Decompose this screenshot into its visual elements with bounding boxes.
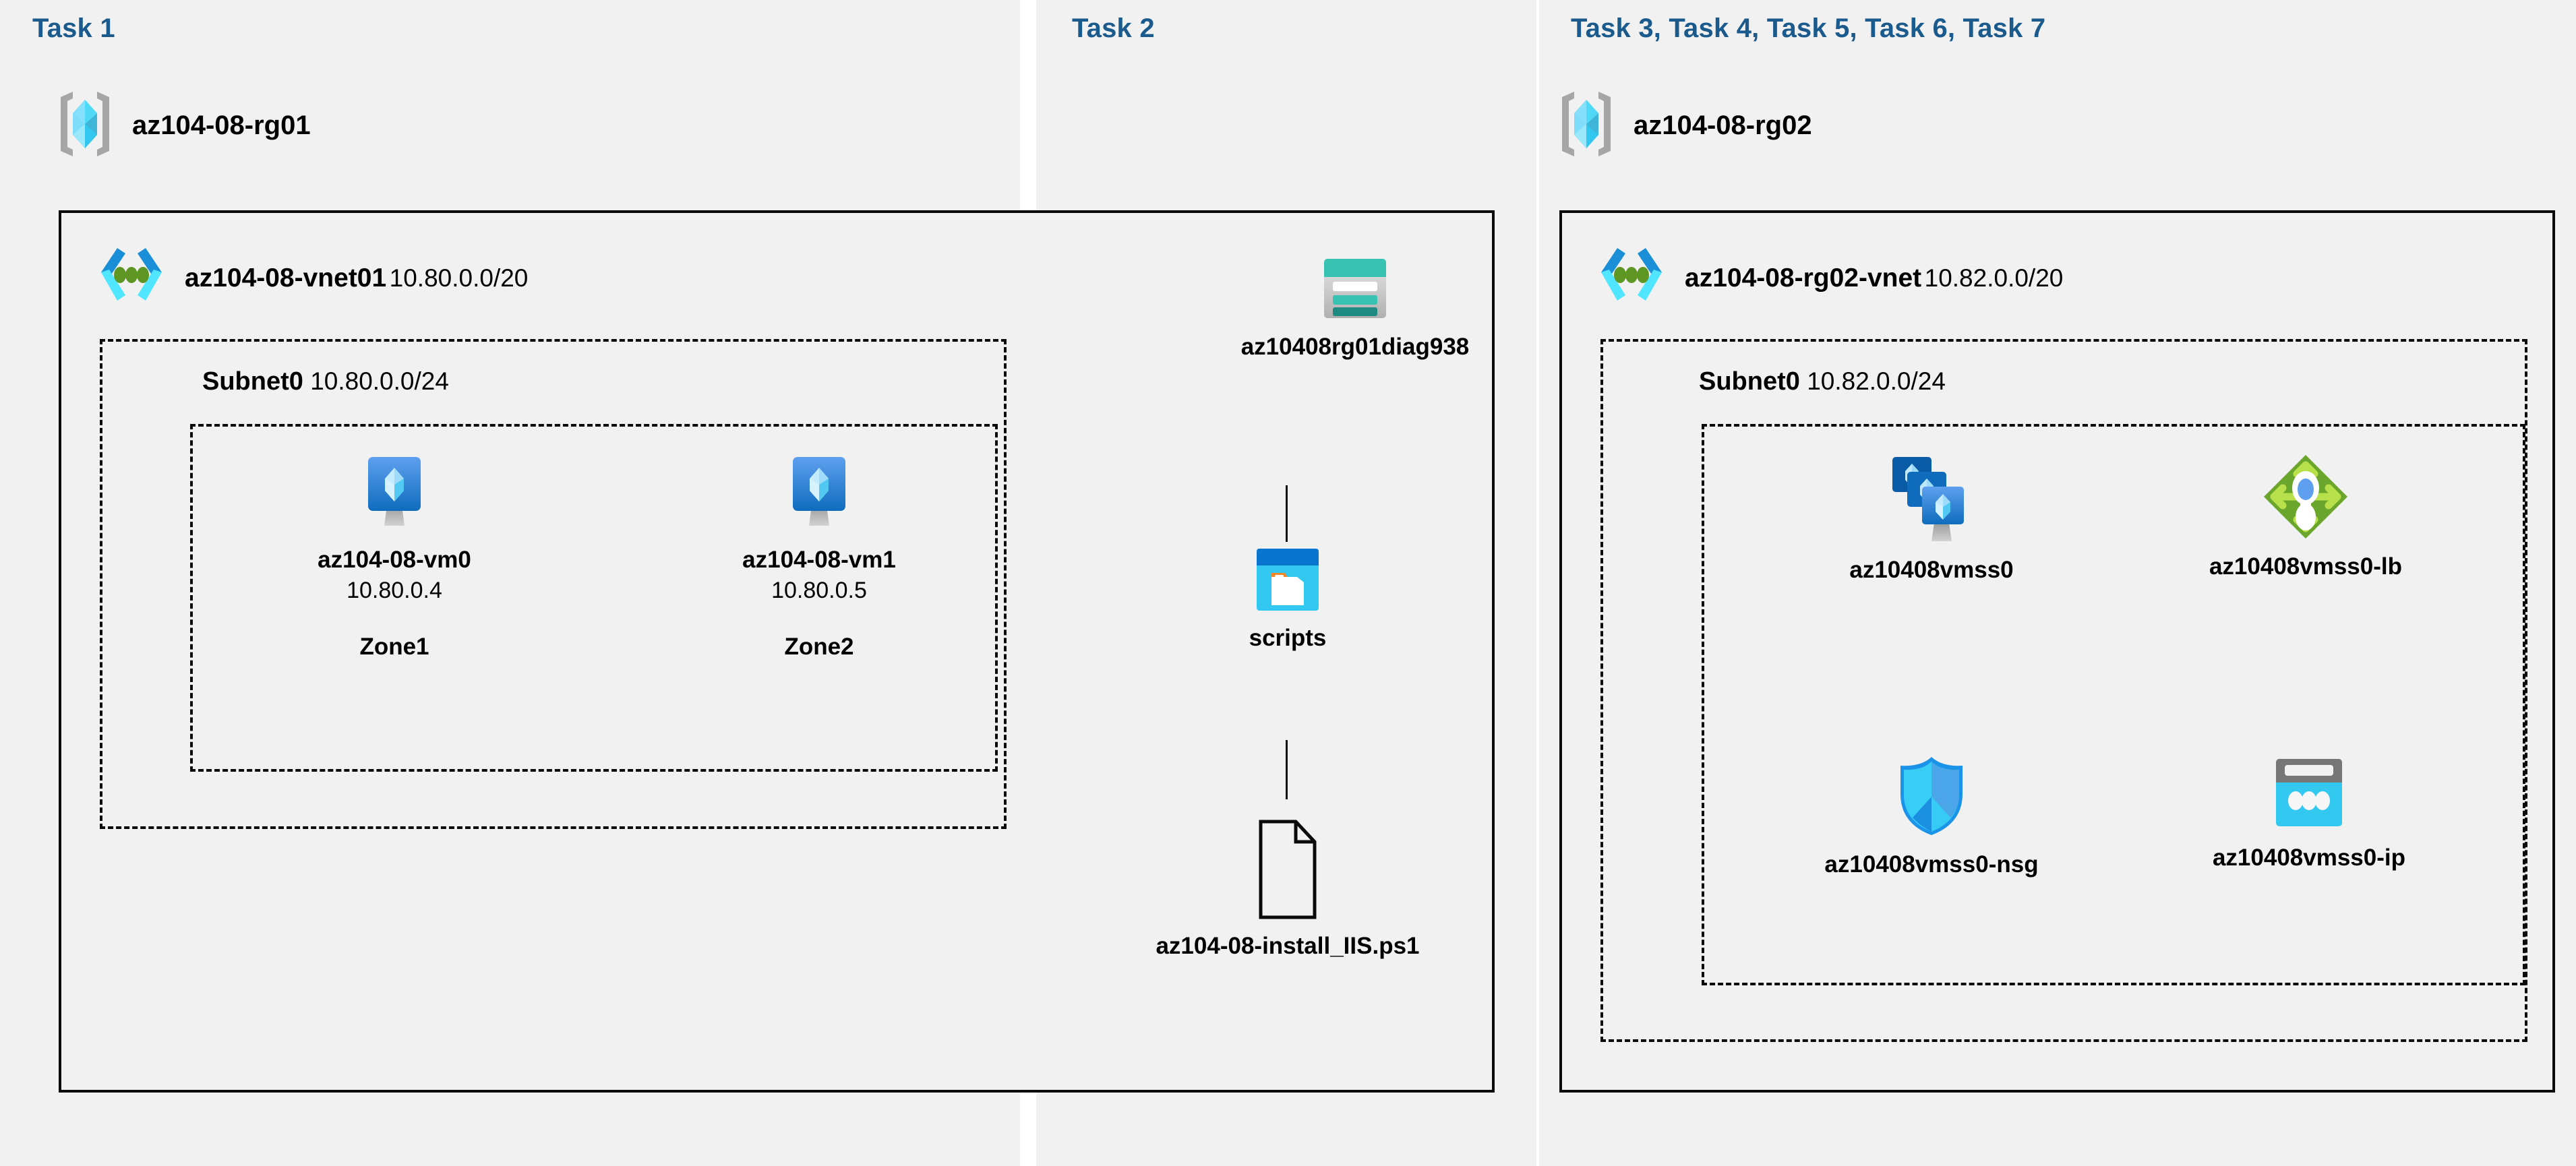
task1-vnet-header: az104-08-vnet01 10.80.0.0/20 [94, 243, 528, 313]
task3-vnet-header: az104-08-rg02-vnet 10.82.0.0/20 [1594, 243, 2063, 313]
task3-subnet-cidr: 10.82.0.0/24 [1807, 367, 1946, 395]
task1-title: Task 1 [32, 13, 115, 43]
task1-vm1-zone: Zone2 [784, 634, 854, 660]
file-icon [1257, 819, 1319, 923]
task3-subnet-box [1600, 339, 2527, 1042]
task2-ps1-name: az104-08-install_IIS.ps1 [1156, 933, 1420, 959]
task2-title: Task 2 [1072, 13, 1155, 43]
task3-inner-box [1702, 424, 2525, 985]
virtual-machine-icon [357, 453, 431, 537]
task3-vnet-box [1559, 210, 2555, 1093]
blob-container-icon [1255, 547, 1320, 615]
task1-vm1-name: az104-08-vm1 [742, 547, 896, 573]
task3-subnet-name: Subnet0 [1699, 367, 1800, 396]
task1-vnet-cidr: 10.80.0.0/20 [389, 264, 529, 292]
task1-subnet-cidr: 10.80.0.0/24 [310, 367, 449, 395]
task3-nsg-name: az10408vmss0-nsg [1824, 851, 2039, 878]
task3-load-balancer[interactable]: az10408vmss0-lb [2157, 453, 2454, 580]
virtual-network-icon [1594, 243, 1669, 313]
task1-subnet-box [100, 339, 1007, 829]
task1-vm0-zone: Zone1 [359, 634, 429, 660]
task2-storage-name: az10408rg01diag938 [1240, 334, 1470, 360]
task1-vm1-ip: 10.80.0.5 [771, 578, 867, 603]
task3-rg-label: az104-08-rg02 [1634, 111, 1812, 140]
connector-storage-to-scripts [1286, 485, 1288, 542]
storage-account-icon [1321, 256, 1389, 324]
resource-group-icon [1554, 88, 1619, 164]
load-balancer-icon [2262, 453, 2349, 544]
vm-scale-set-icon [1884, 453, 1979, 547]
task3-title: Task 3, Task 4, Task 5, Task 6, Task 7 [1571, 13, 2046, 43]
task1-resource-group: az104-08-rg01 [53, 88, 311, 164]
task3-lb-name: az10408vmss0-lb [2209, 553, 2403, 580]
public-ip-address-icon [2270, 756, 2348, 835]
task3-vnet-name: az104-08-rg02-vnet [1685, 263, 1922, 293]
task1-vnet-name: az104-08-vnet01 [185, 263, 387, 293]
task1-vnet-box [59, 210, 1495, 1093]
task3-subnet-label: Subnet0 10.82.0.0/24 [1699, 367, 1946, 396]
task1-subnet-name: Subnet0 [202, 367, 303, 396]
task1-vm0-ip: 10.80.0.4 [347, 578, 442, 603]
task3-vmss-name: az10408vmss0 [1849, 557, 2014, 583]
virtual-machine-icon [782, 453, 856, 537]
task3-vmss[interactable]: az10408vmss0 [1790, 453, 2073, 584]
task3-ip-name: az10408vmss0-ip [2212, 845, 2406, 871]
task1-rg-label: az104-08-rg01 [132, 111, 311, 140]
task2-ps1-file[interactable]: az104-08-install_IIS.ps1 [1106, 819, 1470, 960]
task2-scripts-name: scripts [1249, 625, 1327, 651]
task3-resource-group: az104-08-rg02 [1554, 88, 1812, 164]
task3-vnet-cidr: 10.82.0.0/20 [1924, 264, 2064, 292]
task1-zone-box [190, 424, 998, 772]
task2-storage-account[interactable]: az10408rg01diag938 [1160, 256, 1551, 361]
task1-subnet-label: Subnet0 10.80.0.0/24 [202, 367, 449, 396]
task1-vm0-name: az104-08-vm0 [318, 547, 471, 573]
virtual-network-icon [94, 243, 169, 313]
resource-group-icon [53, 88, 117, 164]
connector-scripts-to-file [1286, 740, 1288, 799]
task1-vm1[interactable]: az104-08-vm1 10.80.0.5 Zone2 [694, 453, 944, 661]
task1-vm0[interactable]: az104-08-vm0 10.80.0.4 Zone1 [270, 453, 519, 661]
task2-blob-container[interactable]: scripts [1160, 547, 1416, 652]
network-security-group-icon [1894, 754, 1969, 842]
task3-nsg[interactable]: az10408vmss0-nsg [1766, 754, 2097, 878]
task3-public-ip[interactable]: az10408vmss0-ip [2167, 756, 2451, 871]
